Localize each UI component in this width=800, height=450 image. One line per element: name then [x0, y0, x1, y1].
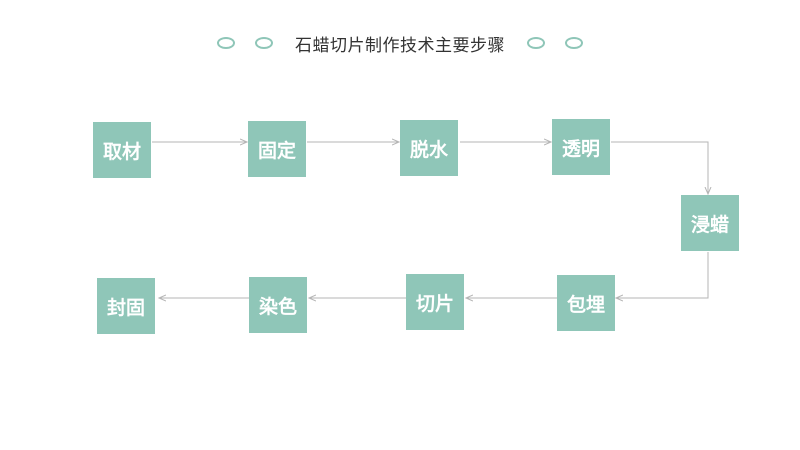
step-box-1: 取材	[93, 122, 151, 178]
step-box-3: 脱水	[400, 120, 458, 176]
step-box-6: 包埋	[557, 275, 615, 331]
decor-ring-icon	[217, 37, 235, 49]
decor-ring-icon	[527, 37, 545, 49]
decor-ring-icon	[255, 37, 273, 49]
step-box-2: 固定	[248, 121, 306, 177]
arrow-step4-step5	[611, 141, 708, 194]
arrow-step5-step6	[616, 252, 709, 298]
step-box-9: 封固	[97, 278, 155, 334]
decor-ring-icon	[565, 37, 583, 49]
page-title: 石蜡切片制作技术主要步骤	[295, 35, 505, 56]
step-box-4: 透明	[552, 119, 610, 175]
step-box-7: 切片	[406, 274, 464, 330]
step-box-5: 浸蜡	[681, 195, 739, 251]
step-box-8: 染色	[249, 277, 307, 333]
title-row: 石蜡切片制作技术主要步骤	[0, 28, 800, 58]
